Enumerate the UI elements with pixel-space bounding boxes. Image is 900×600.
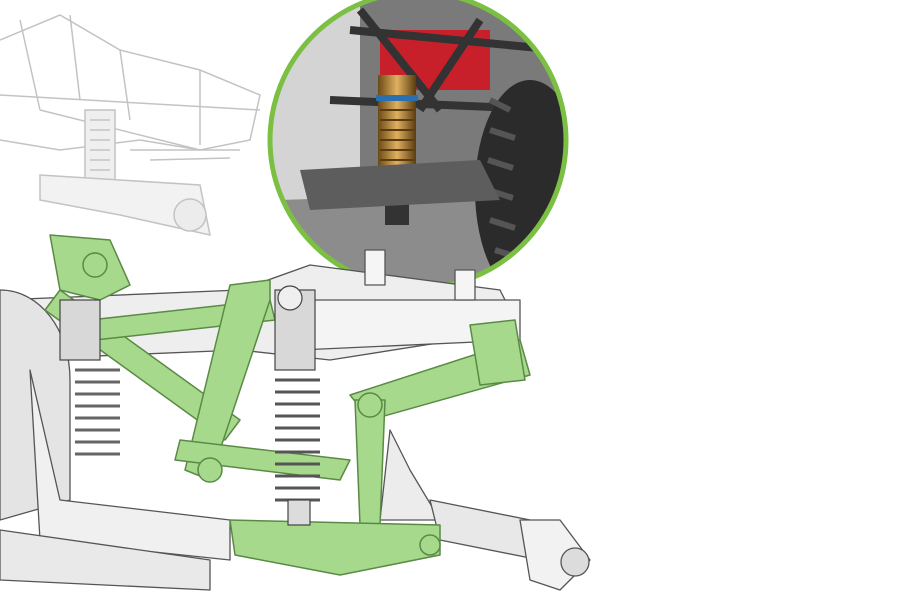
faded-chassis-sketch [0, 14, 261, 236]
coilover-shock-main [274, 285, 320, 526]
coilover-shock-rear [59, 299, 120, 456]
shock-closeup-inset [270, 0, 566, 288]
